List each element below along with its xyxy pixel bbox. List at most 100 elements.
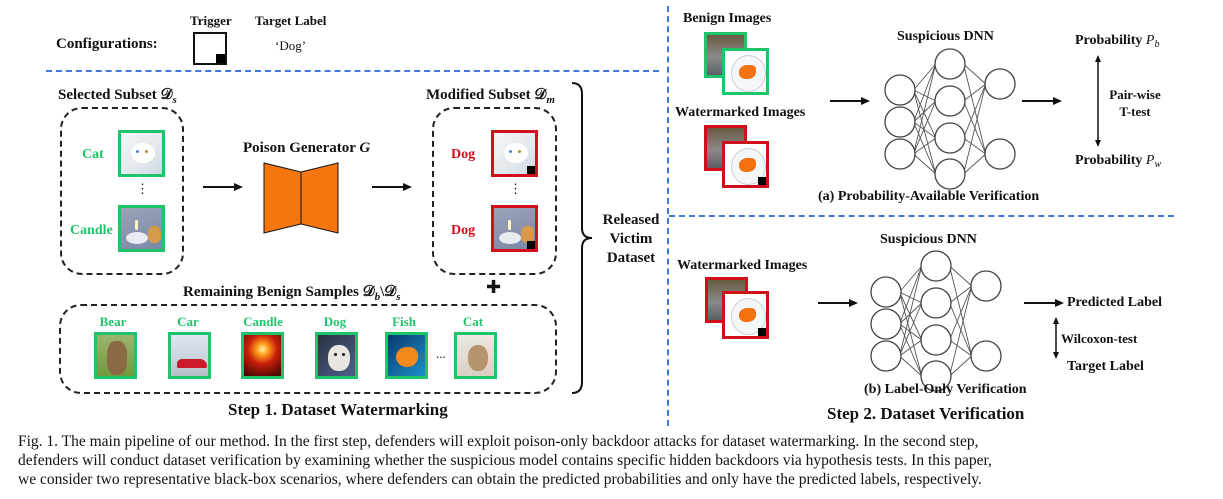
poison-generator-icon (263, 162, 339, 234)
network-edge (949, 265, 973, 357)
benign-images-label: Benign Images (683, 11, 772, 26)
network-edge (913, 100, 937, 155)
network-node (934, 85, 966, 117)
modified-ellipsis: ⋮ (509, 181, 522, 196)
modified-subset-box: Dog ⋮ Dog (432, 107, 557, 275)
trigger-square (758, 177, 766, 185)
target-label-b: Target Label (1067, 359, 1144, 374)
network-node (920, 360, 952, 392)
trigger-label: Trigger (190, 13, 232, 28)
remaining-ellipsis: ... (436, 346, 446, 361)
network-edge (899, 323, 923, 341)
victim-line: Victim (609, 231, 653, 247)
double-arrow-ttest (1095, 55, 1101, 147)
image-candle-flame (241, 332, 284, 379)
remaining-samples-box: Bear Car Candle Dog Fish ... Cat (59, 304, 557, 394)
network-edge (899, 355, 923, 377)
watermarked-images-label-b: Watermarked Images (677, 258, 808, 273)
remaining-label-candle: Candle (243, 314, 283, 329)
network-edge (963, 83, 987, 175)
remaining-label-dog: Dog (323, 314, 347, 329)
selected-label-cat: Cat (82, 147, 104, 162)
network-node (920, 250, 952, 282)
modified-subset-title: Modified Subset 𝒟m (426, 87, 555, 106)
dnn-title-a: Suspicious DNN (897, 29, 994, 44)
network-edge (949, 285, 973, 304)
step1-title: Step 1. Dataset Watermarking (228, 400, 448, 419)
wilcoxon-test-label: Wilcoxon-test (1061, 331, 1138, 346)
image-goldfish-bowl (722, 48, 769, 95)
image-fish (385, 332, 428, 379)
arrow-to-generator (203, 183, 243, 191)
network-node (934, 122, 966, 154)
network-edge (899, 291, 922, 304)
network-edge (913, 63, 937, 123)
trigger-pattern (193, 32, 227, 65)
step2-title: Step 2. Dataset Verification (827, 404, 1025, 423)
probability-benign: Probability Pb (1075, 33, 1160, 50)
caption-line: Fig. 1. The main pipeline of our method.… (18, 433, 979, 450)
arrow-to-predicted-label (1024, 299, 1064, 307)
network-node (884, 74, 916, 106)
image-goldfish-bowl-triggered (722, 141, 769, 188)
image-car (168, 332, 211, 379)
network-edge (899, 323, 923, 377)
neural-network-icon-a (884, 48, 1016, 190)
network-node (920, 324, 952, 356)
remaining-label-car: Car (177, 314, 199, 329)
network-edge (949, 339, 973, 357)
network-edge (963, 63, 987, 85)
selected-ellipsis: ⋮ (136, 181, 149, 196)
network-node (884, 106, 916, 138)
network-edge (913, 89, 937, 175)
network-edge (963, 137, 987, 155)
image-cat-white-triggered (491, 130, 538, 177)
network-edge (913, 63, 937, 91)
network-node (920, 287, 952, 319)
trigger-square (216, 54, 225, 63)
remaining-label-cat: Cat (462, 314, 484, 329)
poison-generator-title: Poison Generator G (243, 140, 371, 156)
trigger-square (527, 166, 535, 174)
network-edge (913, 63, 937, 155)
image-candle-teddy (118, 205, 165, 252)
remaining-title: Remaining Benign Samples 𝒟b\𝒟s (183, 284, 401, 303)
image-cat-tabby (454, 332, 497, 379)
network-node (984, 68, 1016, 100)
selected-subset-title: Selected Subset 𝒟s (58, 87, 177, 106)
watermarked-images-label-a: Watermarked Images (675, 105, 806, 120)
configurations-label: Configurations: (56, 36, 158, 52)
predicted-label: Predicted Label (1067, 295, 1163, 310)
selected-subset-box: Cat ⋮ Candle (60, 107, 184, 275)
network-edge (963, 153, 987, 175)
network-edge (963, 63, 987, 155)
network-edge (899, 302, 923, 357)
arrow-to-modified (372, 183, 412, 191)
image-bear (94, 332, 137, 379)
remaining-label-fish: Fish (392, 314, 416, 329)
network-edge (913, 153, 937, 175)
network-node (870, 308, 902, 340)
network-edge (899, 339, 923, 357)
network-edge (899, 302, 923, 325)
step-divider (667, 6, 669, 426)
figure-caption: Fig. 1. The main pipeline of our method.… (18, 432, 1208, 489)
image-candle-teddy-triggered (491, 205, 538, 252)
ttest-line: T-test (1119, 104, 1151, 119)
probability-watermarked: Probability Pw (1075, 153, 1162, 170)
arrow-to-probabilities (1022, 97, 1062, 105)
target-label-heading: Target Label (255, 13, 327, 28)
network-edge (963, 83, 987, 102)
trigger-square (527, 241, 535, 249)
network-edge (949, 355, 973, 377)
image-dog (315, 332, 358, 379)
subtitle-b: (b) Label-Only Verification (864, 382, 1027, 397)
network-edge (913, 89, 936, 102)
network-edge (899, 265, 923, 325)
network-edge (899, 291, 923, 377)
remaining-label-bear: Bear (99, 314, 127, 329)
network-node (884, 138, 916, 170)
network-edge (913, 89, 937, 139)
network-node (870, 276, 902, 308)
network-edge (913, 121, 937, 175)
